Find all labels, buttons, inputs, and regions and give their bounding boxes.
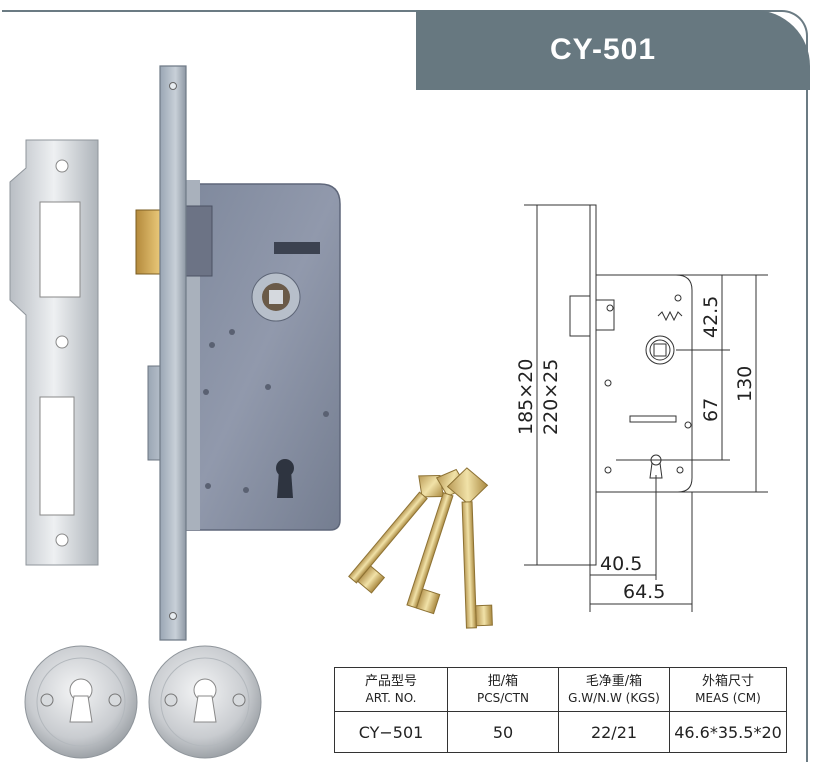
- cell-art-no: CY−501: [334, 711, 448, 753]
- table-row: CY−501 50 22/21 46.6*35.5*20: [334, 711, 787, 753]
- escutcheon-left: [24, 645, 138, 759]
- dim-40-5: 40.5: [600, 553, 642, 575]
- cell-meas: 46.6*35.5*20: [669, 711, 787, 753]
- technical-drawing: [524, 204, 768, 612]
- cell-pcs-ctn: 50: [447, 711, 559, 753]
- cell-weight: 22/21: [558, 711, 670, 753]
- dim-42-5: 42.5: [700, 296, 722, 338]
- escutcheon-right: [148, 645, 262, 759]
- dim-67: 67: [700, 398, 722, 422]
- dim-64-5: 64.5: [623, 581, 665, 603]
- dim-220x25: 220×25: [540, 359, 562, 435]
- dim-185x20: 185×20: [515, 359, 537, 435]
- mortise-lock-body: [135, 65, 341, 641]
- model-title: CY-501: [549, 33, 657, 66]
- keys: [348, 467, 493, 629]
- model-banner: CY-501: [416, 10, 810, 90]
- page-frame: [2, 10, 808, 762]
- dim-130: 130: [734, 366, 756, 402]
- strike-plate: [9, 139, 99, 566]
